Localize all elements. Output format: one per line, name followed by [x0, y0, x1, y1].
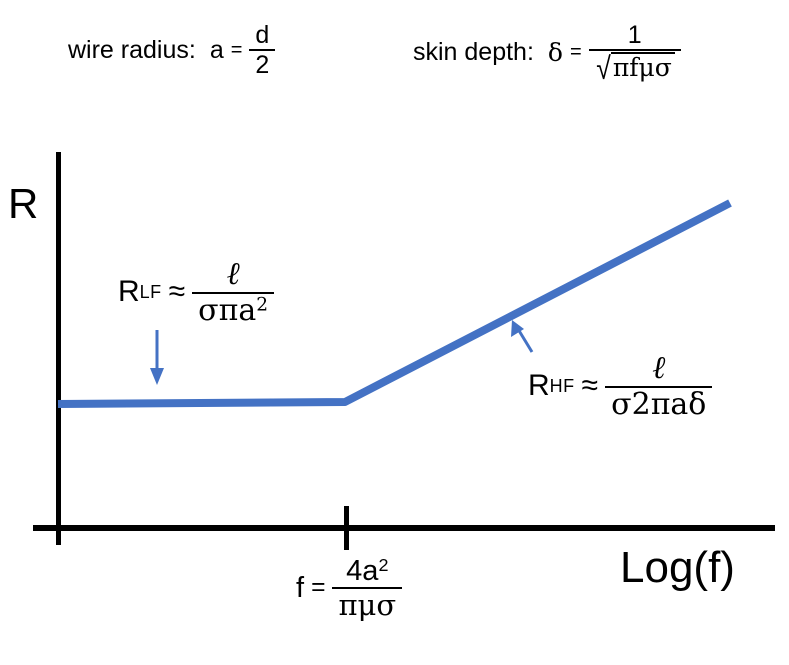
corner-frequency-annotation: f = 4a2 πμσ: [296, 556, 403, 623]
corner-freq-symbol: f: [296, 571, 305, 604]
wire-radius-definition: wire radius: a = d 2: [68, 22, 276, 79]
skin-depth-symbol: δ: [547, 38, 563, 68]
fraction-bar: [332, 587, 403, 590]
wire-radius-label: wire radius:: [68, 35, 196, 64]
fraction-bar: [588, 49, 681, 52]
equals-sign: =: [569, 41, 582, 64]
high-freq-denominator: σ2πaδ: [611, 387, 707, 423]
low-freq-subscript: LF: [139, 281, 162, 302]
wire-radius-fraction: d 2: [249, 21, 276, 80]
corner-freq-fraction: 4a2 πμσ: [332, 556, 403, 623]
radical-glyph: √: [595, 51, 611, 87]
skin-depth-equation: δ = 1 √ πfμσ: [547, 21, 681, 87]
low-freq-pointer-arrow: [150, 330, 164, 385]
corner-freq-numerator-exponent: 2: [378, 555, 389, 576]
fraction-bar: [249, 49, 276, 52]
fraction-bar: [192, 292, 275, 295]
wire-radius-equation: a = d 2: [210, 22, 276, 79]
skin-depth-denominator: √ πfμσ: [589, 51, 681, 87]
equals-sign: =: [230, 38, 243, 61]
corner-freq-numerator-base: 4a: [346, 555, 379, 587]
high-freq-pointer-arrow: [511, 320, 534, 353]
skin-depth-radicand: πfμσ: [610, 52, 675, 83]
x-axis-label: Log(f): [620, 543, 735, 592]
approx-equals-sign: ≈: [168, 275, 186, 309]
x-axis-corner-tick: [344, 506, 349, 550]
high-freq-fraction: ℓ σ2πaδ: [605, 350, 713, 423]
header-formula-row: wire radius: a = d 2 skin depth: δ = 1: [0, 0, 789, 115]
low-freq-denominator-base: σπa: [198, 293, 257, 329]
corner-freq-numerator: 4a2: [340, 556, 394, 587]
wire-radius-symbol: a: [209, 35, 224, 64]
approx-equals-sign: ≈: [581, 369, 599, 403]
y-axis-label: R: [8, 180, 39, 227]
wire-radius-numerator: d: [255, 21, 270, 49]
high-freq-numerator: ℓ: [652, 350, 666, 386]
square-root-icon: √ πfμσ: [595, 51, 675, 87]
high-freq-symbol: R: [528, 369, 550, 403]
skin-depth-label: skin depth:: [413, 38, 534, 67]
skin-depth-numerator: 1: [627, 21, 642, 49]
skin-depth-definition: skin depth: δ = 1 √ πfμσ: [413, 21, 681, 87]
equals-sign: =: [311, 574, 326, 602]
low-freq-numerator: ℓ: [226, 256, 240, 292]
corner-freq-denominator: πμσ: [338, 588, 397, 623]
low-freq-fraction: ℓ σπa2: [192, 256, 275, 327]
y-axis-line: [56, 152, 61, 545]
x-axis-line: [33, 525, 775, 531]
low-freq-denominator: σπa2: [192, 294, 274, 327]
skin-depth-fraction: 1 √ πfμσ: [588, 21, 681, 87]
low-freq-symbol: R: [118, 275, 140, 309]
high-freq-subscript: HF: [549, 375, 575, 396]
fraction-bar: [605, 386, 713, 389]
wire-radius-denominator: 2: [255, 51, 270, 80]
low-freq-denominator-exponent: 2: [256, 294, 269, 316]
